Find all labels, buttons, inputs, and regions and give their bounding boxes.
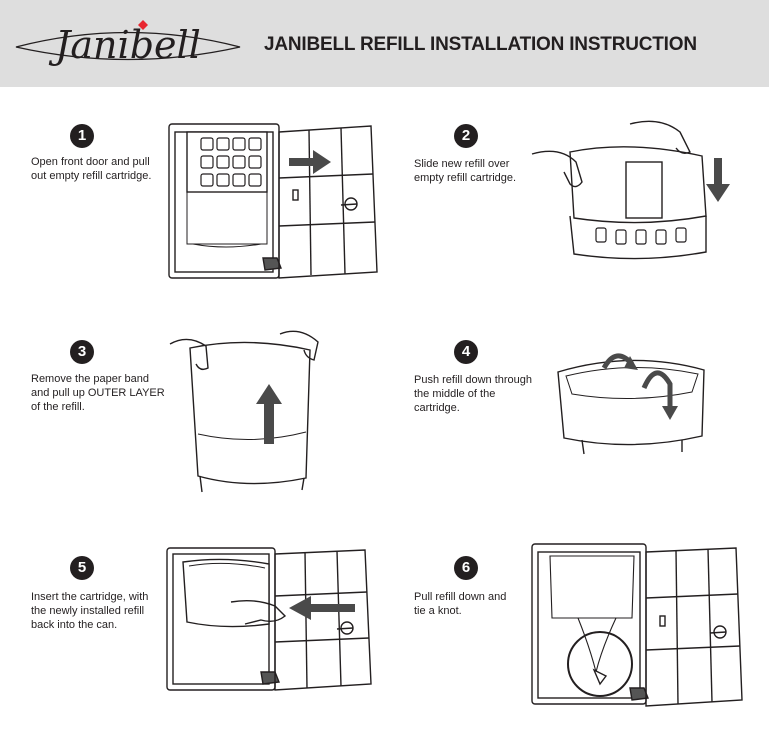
step-1-illustration <box>165 118 385 286</box>
brand-wordmark: Janibell <box>48 23 201 67</box>
step-1-badge: 1 <box>70 124 94 148</box>
step-6-text: Pull refill down and tie a knot. <box>414 591 507 617</box>
step-1-text: Open front door and pull out empty refil… <box>31 156 152 182</box>
header-bar: Janibell JANIBELL REFILL INSTALLATION IN… <box>0 0 769 87</box>
step-5-illustration <box>165 544 385 696</box>
step-2-text: Slide new refill over empty refill cartr… <box>414 158 517 184</box>
step-3-text: Remove the paper band and pull up OUTER … <box>31 373 165 413</box>
step-4-badge: 4 <box>454 340 478 364</box>
step-4-text: Push refill down through the middle of t… <box>414 374 533 414</box>
step-3-illustration <box>168 324 328 500</box>
accent-diamond <box>138 20 148 30</box>
step-4-illustration <box>552 340 712 464</box>
step-2-illustration <box>530 112 740 276</box>
step-6-illustration <box>530 540 752 716</box>
page-title: JANIBELL REFILL INSTALLATION INSTRUCTION <box>264 34 697 55</box>
janibell-logo: Janibell <box>12 14 244 76</box>
step-3-badge: 3 <box>70 340 94 364</box>
step-2-badge: 2 <box>454 124 478 148</box>
step-5-text: Insert the cartridge, with the newly ins… <box>31 591 149 631</box>
step-5-badge: 5 <box>70 556 94 580</box>
step-6-badge: 6 <box>454 556 478 580</box>
